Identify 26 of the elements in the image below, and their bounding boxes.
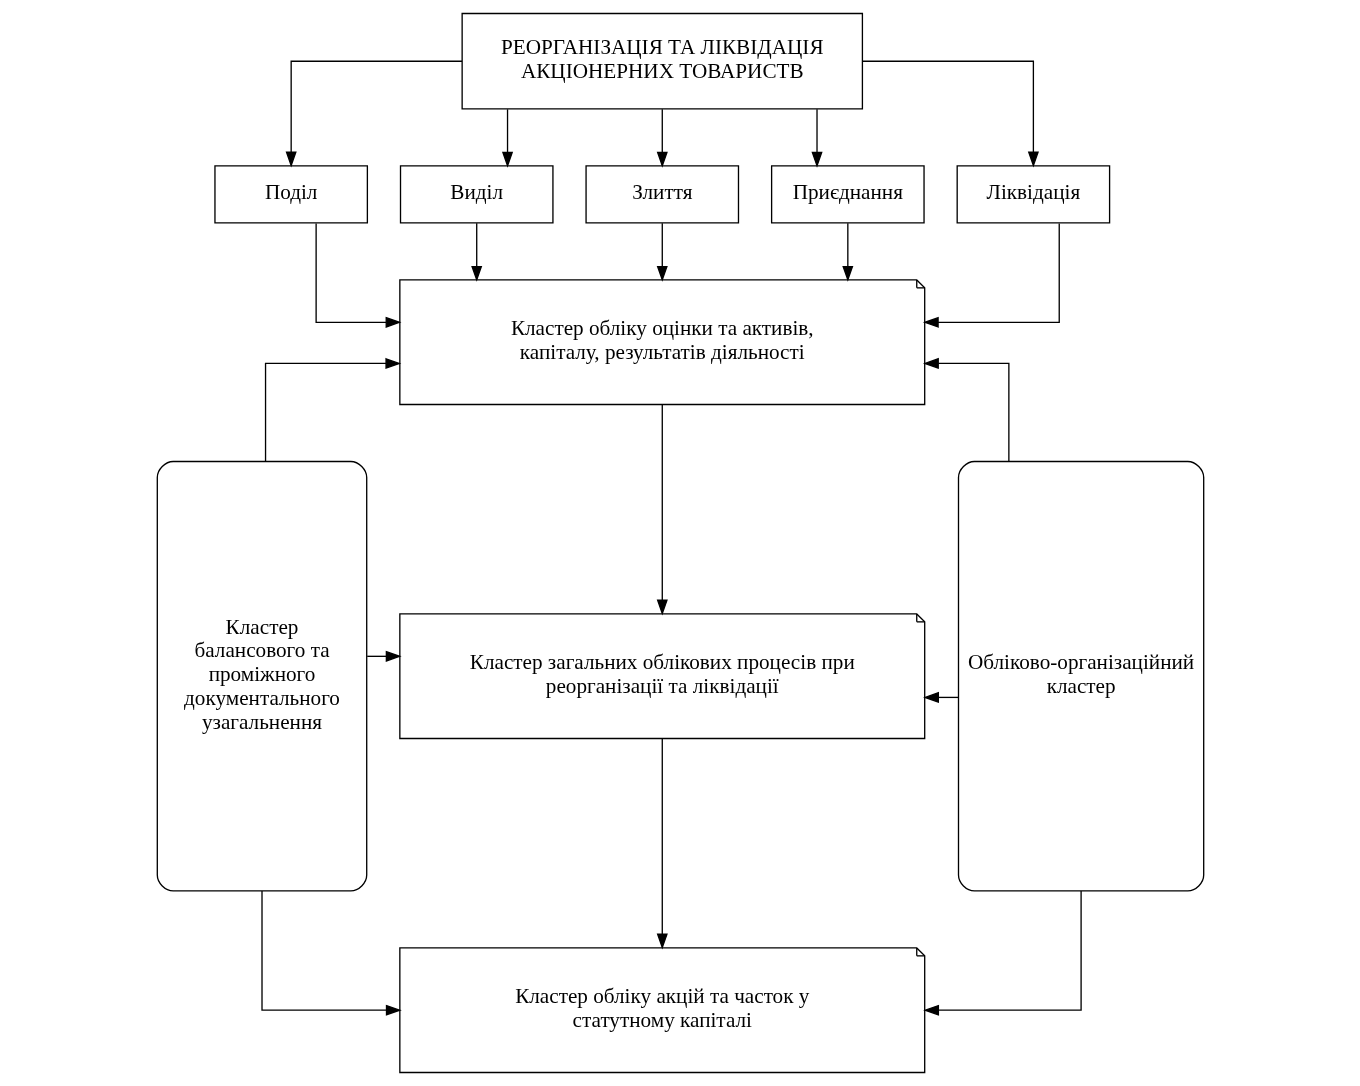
arrow [922, 222, 1060, 328]
arrow [285, 60, 463, 168]
arrow [922, 357, 1010, 462]
arrow [922, 691, 959, 703]
node-box: Виділ [399, 165, 554, 224]
node-box: Злиття [584, 165, 739, 224]
arrow [314, 222, 401, 328]
arrow [470, 222, 482, 282]
node-box: Обліково-організаційний кластер [957, 460, 1204, 892]
arrow [264, 357, 401, 462]
arrow [841, 222, 853, 282]
arrow [366, 650, 402, 662]
node-box: Поділ [213, 165, 368, 224]
arrow [922, 890, 1082, 1016]
node-box: Кластер балансового та проміжного документального узагальнення [156, 460, 367, 892]
arrow [656, 222, 668, 282]
arrow [861, 60, 1039, 168]
arrow [501, 108, 513, 168]
arrow [656, 737, 668, 950]
arrow [656, 108, 668, 168]
arrow [656, 403, 668, 616]
arrow [810, 108, 823, 168]
arrow [260, 890, 402, 1016]
node-box: Приєднання [770, 165, 925, 224]
node-box: РЕОРГАНІЗАЦІЯ ТА ЛІКВІДАЦІЯ АКЦІОНЕРНИХ ТОВАРИСТВ [460, 12, 863, 110]
node-box: Ліквідація [956, 165, 1110, 224]
